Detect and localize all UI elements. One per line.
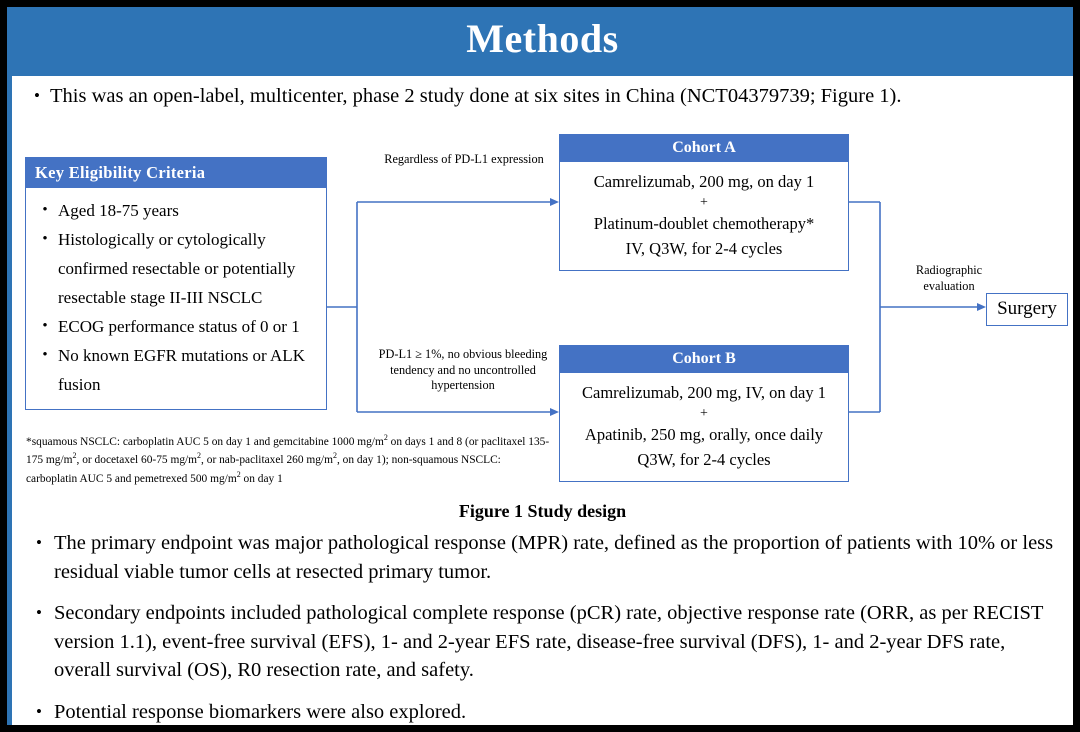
list-item: • The primary endpoint was major patholo…	[24, 529, 1064, 586]
cohort-a-header: Cohort A	[560, 135, 848, 162]
list-item-label: The primary endpoint was major pathologi…	[54, 532, 1054, 583]
footnote-part-3: , or docetaxel 60-75 mg/m	[76, 454, 198, 467]
cohort-b-line-1: Camrelizumab, 200 mg, IV, on day 1	[582, 383, 826, 402]
list-item-label: ECOG performance status of 0 or 1	[58, 317, 300, 336]
bullet-glyph: •	[34, 86, 40, 105]
study-design-figure: Key Eligibility Criteria • Aged 18-75 ye…	[12, 119, 1073, 509]
cohort-b-box: Cohort B Camrelizumab, 200 mg, IV, on da…	[559, 345, 849, 482]
list-item: • No known EGFR mutations or ALK fusion	[32, 341, 320, 399]
cohort-b-header: Cohort B	[560, 346, 848, 373]
connector-lines	[327, 198, 986, 416]
surgery-box: Surgery	[986, 293, 1068, 326]
connector-label-radiographic: Radiographic evaluation	[915, 263, 983, 293]
connector-label-bottom: PD-L1 ≥ 1%, no obvious bleeding tendency…	[378, 347, 548, 392]
slide: Methods • This was an open-label, multic…	[7, 7, 1073, 725]
cohort-a-box: Cohort A Camrelizumab, 200 mg, on day 1 …	[559, 134, 849, 271]
cohort-b-line-2: Apatinib, 250 mg, orally, once daily	[584, 425, 824, 444]
footnote-part-4: , or nab-paclitaxel 260 mg/m	[201, 454, 333, 467]
bullet-glyph: •	[42, 231, 48, 247]
footnote-part-2: on days 1 and 8 (or paclitaxel 135-175 m…	[26, 435, 550, 467]
footnote-superscript: 2	[197, 451, 202, 461]
list-item: • Aged 18-75 years	[32, 196, 320, 225]
eligibility-criteria-box: Key Eligibility Criteria • Aged 18-75 ye…	[25, 157, 327, 410]
eligibility-list: • Aged 18-75 years • Histologically or c…	[26, 188, 326, 409]
list-item-label: Aged 18-75 years	[58, 201, 179, 220]
cohort-a-body: Camrelizumab, 200 mg, on day 1 + Platinu…	[560, 162, 848, 270]
connector-label-top: Regardless of PD-L1 expression	[384, 152, 544, 166]
cohort-a-plus: +	[700, 195, 708, 210]
cohort-a-line-1: Camrelizumab, 200 mg, on day 1	[593, 172, 815, 191]
footnote-part-1: *squamous NSCLC: carboplatin AUC 5 on da…	[26, 435, 384, 448]
list-item-label: Potential response biomarkers were also …	[54, 700, 467, 723]
list-item-label: Secondary endpoints included pathologica…	[54, 602, 1044, 681]
list-item: • Secondary endpoints included pathologi…	[24, 599, 1064, 685]
bullet-glyph: •	[42, 318, 48, 334]
eligibility-header: Key Eligibility Criteria	[26, 158, 326, 188]
list-item: • Histologically or cytologically confir…	[32, 225, 320, 312]
endpoints-bullet-list: • The primary endpoint was major patholo…	[24, 529, 1064, 725]
intro-bullet-text: This was an open-label, multicenter, pha…	[50, 85, 902, 107]
slide-title-bar: Methods	[12, 7, 1073, 76]
list-item-label: No known EGFR mutations or ALK fusion	[58, 346, 305, 394]
cohort-a-line-2: Platinum-doublet chemotherapy*	[593, 214, 815, 233]
cohort-a-line-3: IV, Q3W, for 2-4 cycles	[625, 239, 783, 258]
footnote-superscript: 2	[332, 451, 337, 461]
cohort-b-body: Camrelizumab, 200 mg, IV, on day 1 + Apa…	[560, 373, 848, 481]
intro-bullet: • This was an open-label, multicenter, p…	[24, 83, 1064, 109]
cohort-b-line-3: Q3W, for 2-4 cycles	[637, 450, 771, 469]
footnote-superscript: 2	[236, 469, 241, 479]
chemotherapy-footnote: *squamous NSCLC: carboplatin AUC 5 on da…	[26, 431, 554, 486]
bullet-glyph: •	[36, 533, 42, 552]
footnote-part-6: on day 1	[240, 472, 283, 485]
list-item-label: Histologically or cytologically confirme…	[58, 230, 296, 307]
page-title: Methods	[466, 16, 619, 61]
footnote-superscript: 2	[72, 451, 77, 461]
list-item: • ECOG performance status of 0 or 1	[32, 312, 320, 341]
figure-caption: Figure 1 Study design	[458, 501, 627, 521]
footnote-superscript: 2	[383, 433, 388, 442]
bullet-glyph: •	[36, 701, 42, 721]
bullet-glyph: •	[36, 603, 42, 622]
bullet-glyph: •	[42, 347, 48, 363]
bullet-glyph: •	[42, 202, 48, 218]
footnote-part-5: , on day 1); non-squamous NSCLC: carbopl…	[26, 454, 501, 485]
list-item: • Potential response biomarkers were als…	[24, 698, 1064, 726]
cohort-b-plus: +	[700, 406, 708, 421]
